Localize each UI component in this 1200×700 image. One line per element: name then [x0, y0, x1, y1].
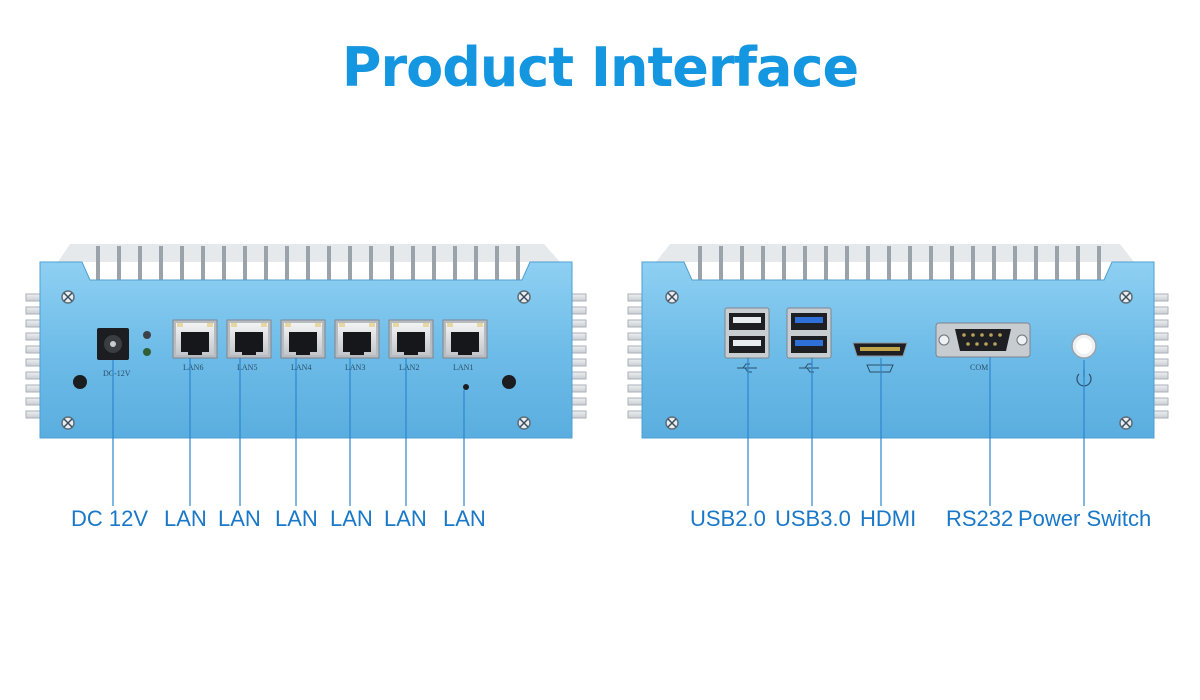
callout-usb2: USB2.0	[690, 506, 766, 531]
rear-unit: COM	[627, 244, 1169, 506]
com-port	[935, 322, 1031, 358]
callout-lan5: LAN	[218, 506, 261, 531]
callout-power-switch: Power Switch	[1018, 506, 1152, 531]
silk-lan2: LAN2	[399, 363, 419, 372]
front-side-fins	[25, 293, 587, 419]
front-unit: DC-12V LAN6 LAN5 LAN4 LAN3 LAN2 LAN1	[25, 244, 587, 506]
silk-dc12v: DC-12V	[103, 369, 131, 378]
callout-rs232: RS232	[946, 506, 1014, 531]
silk-lan3: LAN3	[345, 363, 365, 372]
front-top-heatsink	[58, 244, 560, 282]
silk-com: COM	[970, 363, 988, 372]
callout-dc12v: DC 12V	[71, 506, 149, 531]
rear-side-fins	[627, 293, 1169, 419]
rear-top-heatsink	[656, 244, 1134, 282]
silk-lan6: LAN6	[183, 363, 203, 372]
usb2-ports	[724, 307, 770, 359]
front-callout-lines	[112, 358, 465, 506]
callout-lan2: LAN	[384, 506, 427, 531]
callout-lan1: LAN	[443, 506, 486, 531]
silk-lan1: LAN1	[453, 363, 473, 372]
lan-ports	[172, 319, 488, 359]
rear-callout-lines	[747, 357, 1085, 506]
hdmi-port	[852, 342, 908, 357]
usb3-ports	[786, 307, 832, 359]
silk-lan4: LAN4	[291, 363, 311, 372]
page-title: Product Interface	[341, 36, 859, 99]
callout-lan4: LAN	[275, 506, 318, 531]
hdmi-symbol-icon	[866, 364, 894, 373]
callout-usb3: USB3.0	[775, 506, 851, 531]
power-switch	[1071, 333, 1097, 359]
callout-lan3: LAN	[330, 506, 373, 531]
callout-hdmi: HDMI	[860, 506, 917, 531]
usb-symbol-icon	[737, 363, 819, 373]
dc-jack	[97, 328, 129, 360]
callout-lan6: LAN	[164, 506, 207, 531]
silk-lan5: LAN5	[237, 363, 257, 372]
status-leds	[143, 331, 151, 356]
